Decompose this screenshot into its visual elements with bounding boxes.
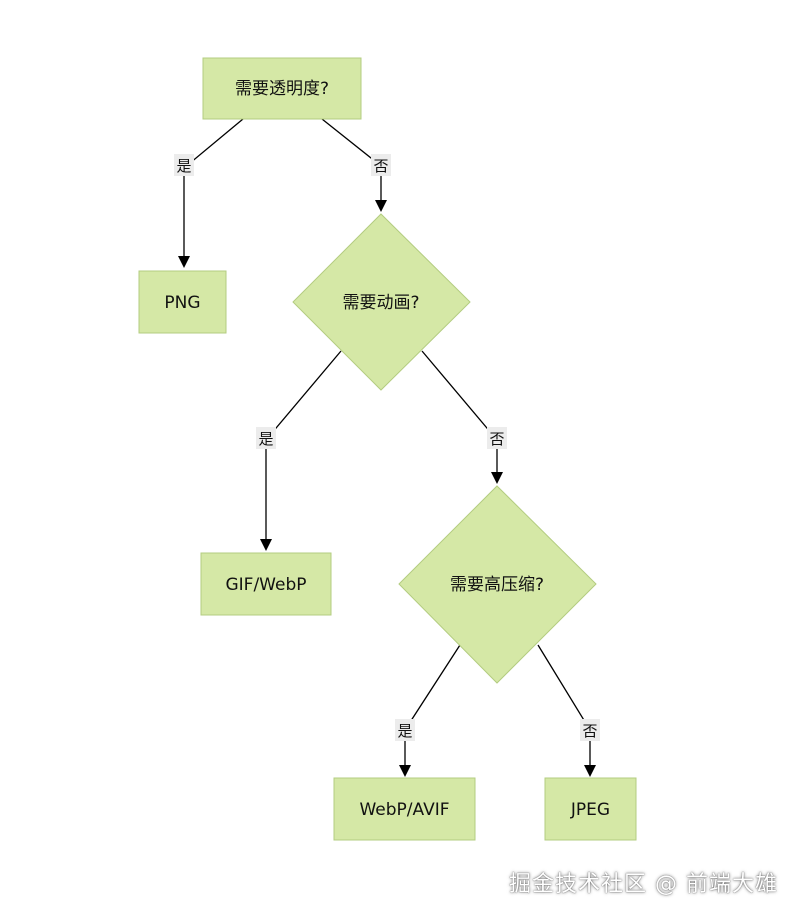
edge-label-yes-2: 是 — [258, 430, 273, 448]
edge-label-yes-3: 是 — [397, 722, 412, 740]
result-label-jpeg: JPEG — [570, 800, 610, 820]
decision-label-animation: 需要动画? — [342, 293, 419, 313]
edge-transparency-yes — [178, 118, 244, 268]
edge-animation-no — [421, 350, 503, 484]
edges — [178, 118, 596, 777]
decision-label-transparency: 需要透明度? — [235, 79, 329, 99]
edge-compression-no — [537, 644, 596, 777]
result-label-png: PNG — [164, 293, 200, 313]
watermark: 掘金技术社区 @ 前端大雄 — [509, 872, 778, 897]
decision-node-compression — [398, 485, 597, 684]
edge-label-no-2: 否 — [489, 430, 504, 448]
result-label-gif-webp: GIF/WebP — [225, 575, 306, 595]
nodes: 需要透明度? PNG 需要动画? GIF/WebP 需要高压缩? WebP/AV… — [138, 57, 637, 841]
result-label-webp-avif: WebP/AVIF — [359, 800, 449, 820]
decision-node-animation — [292, 213, 471, 391]
result-node-jpeg — [544, 777, 637, 841]
result-node-gif-webp — [200, 552, 332, 616]
edge-compression-yes — [399, 644, 461, 777]
edge-label-group: 是 否 是 否 是 否 — [174, 154, 600, 741]
edge-label-no-3: 否 — [582, 722, 597, 740]
edge-label-yes-1: 是 — [176, 157, 191, 175]
edge-label-no-1: 否 — [373, 157, 388, 175]
result-node-png — [138, 270, 227, 334]
edge-animation-yes — [260, 350, 342, 551]
decision-label-compression: 需要高压缩? — [450, 575, 544, 595]
result-node-webp-avif — [333, 777, 476, 841]
decision-node-transparency — [202, 57, 362, 120]
